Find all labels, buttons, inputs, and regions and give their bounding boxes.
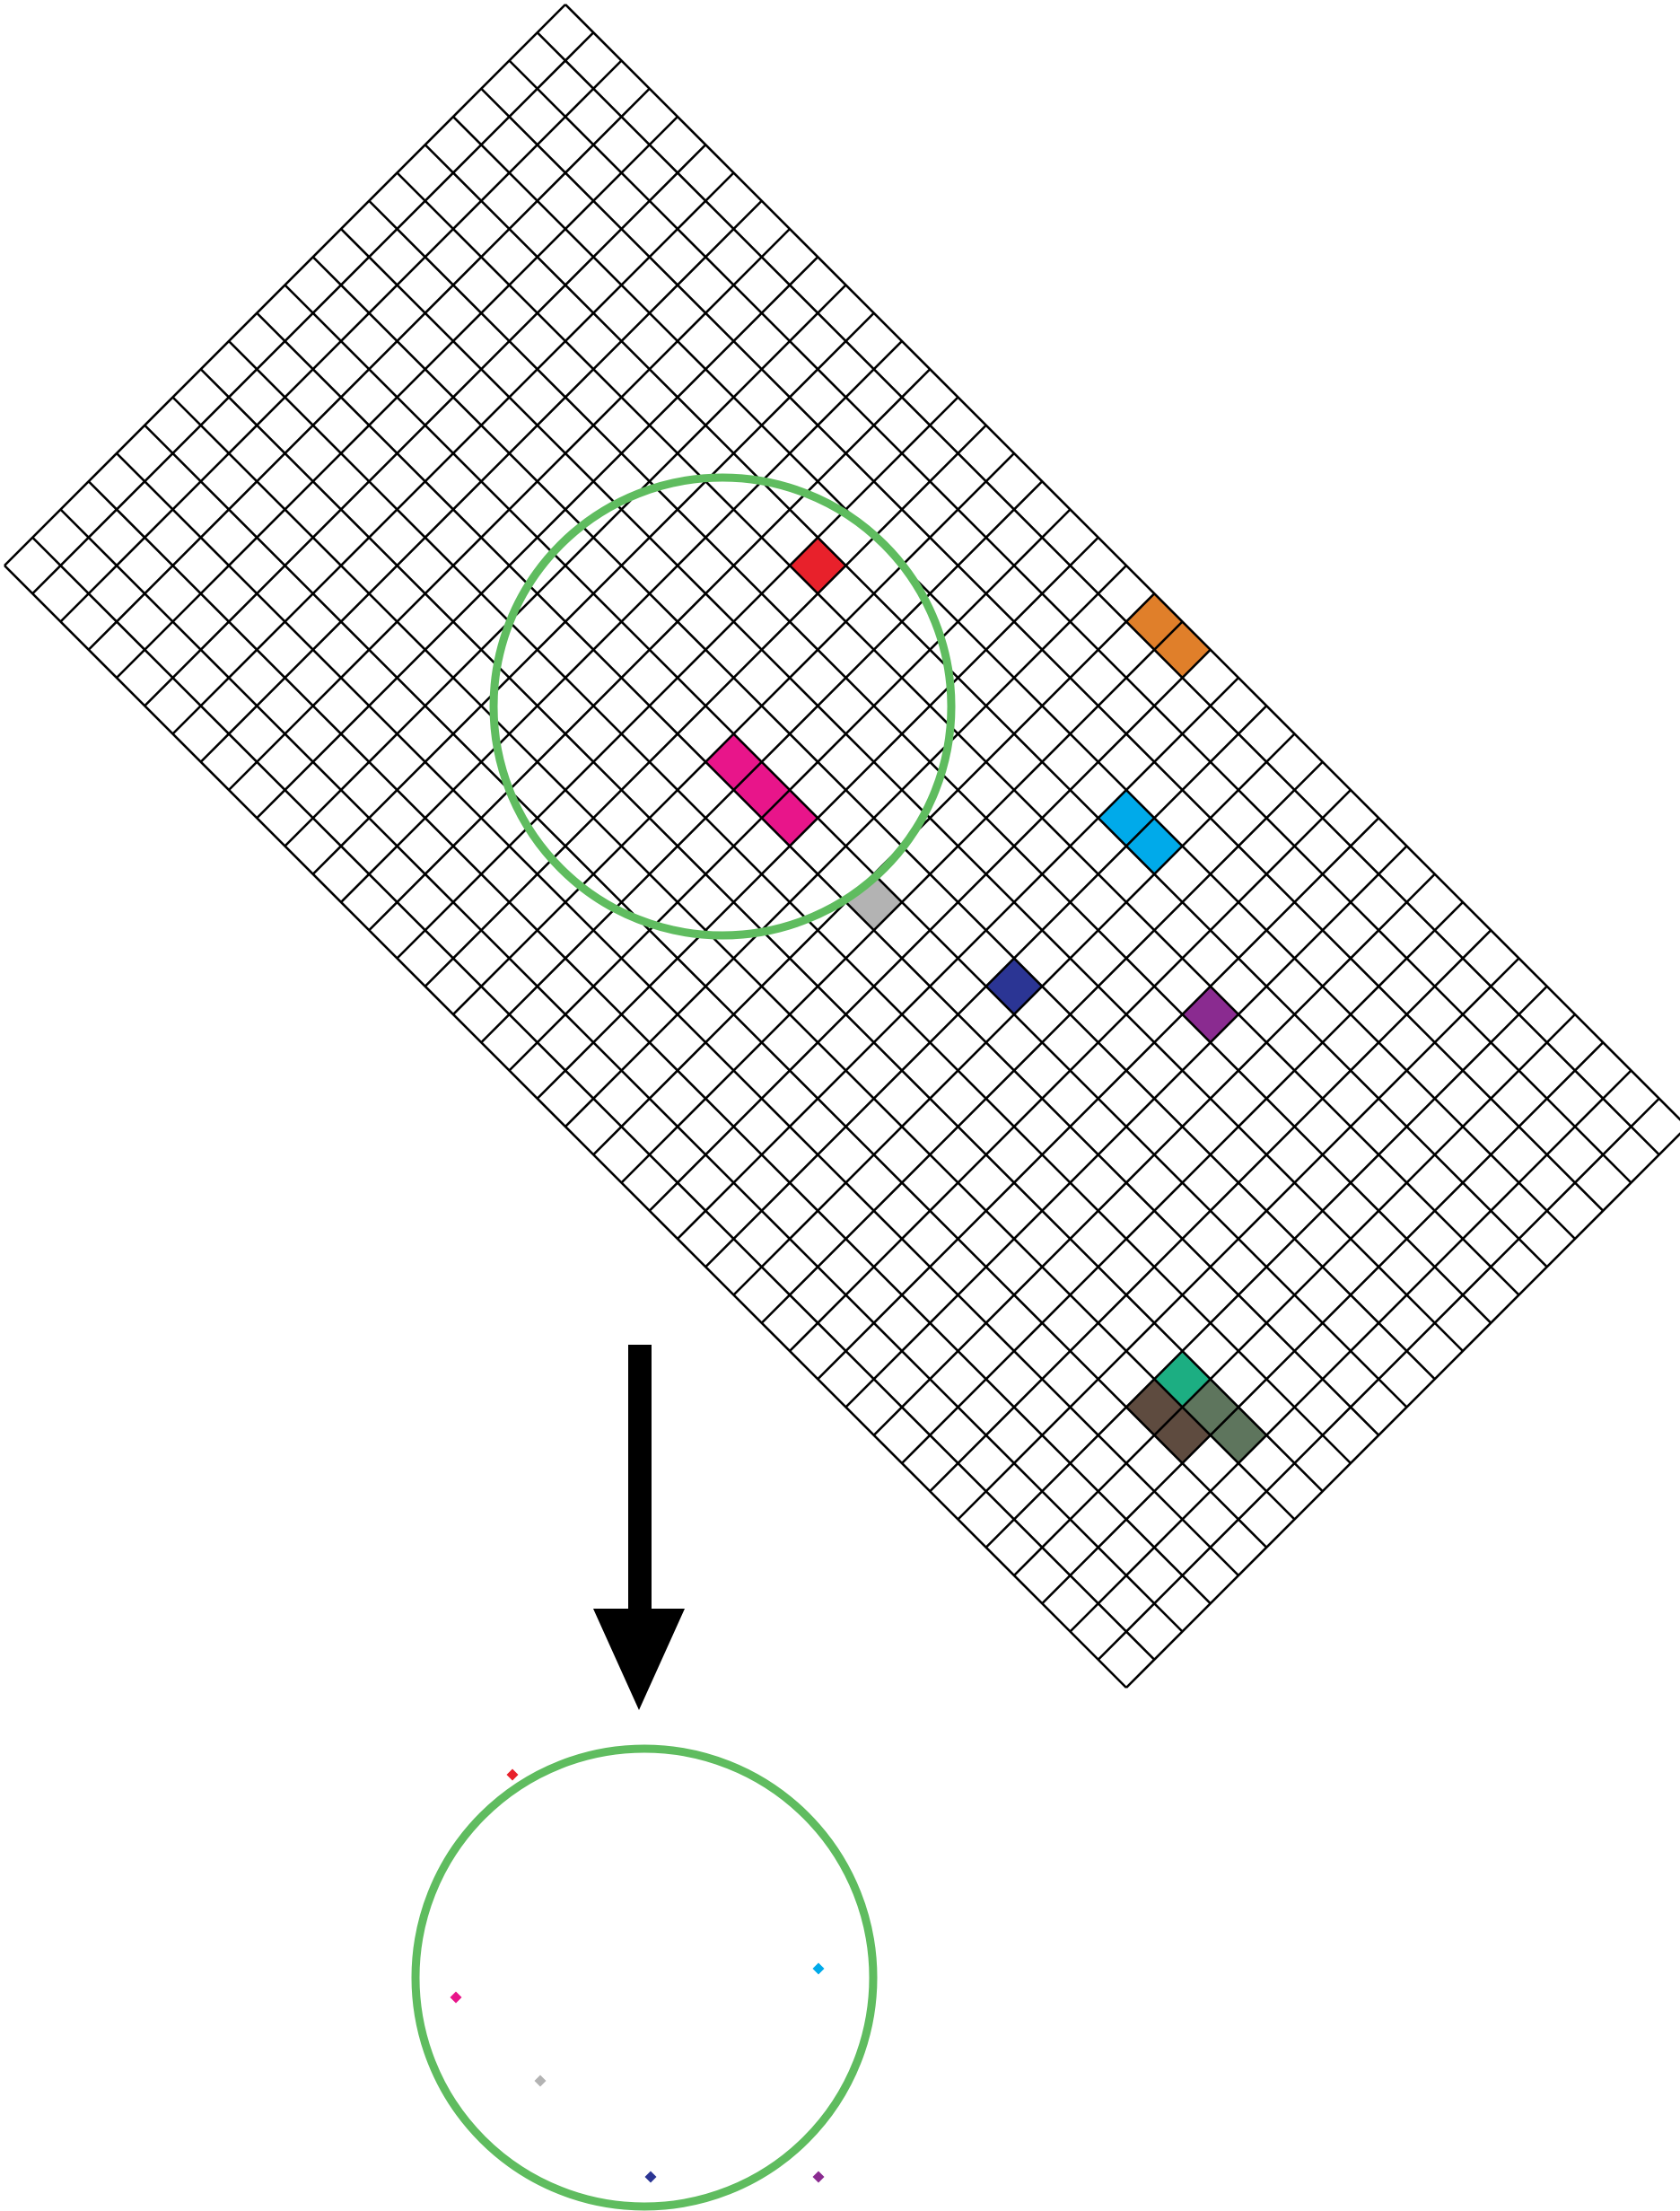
grid-line-col (284, 284, 847, 847)
grid-line-col (228, 228, 791, 791)
grid-line-col (452, 452, 1015, 1015)
grid-line-col (536, 536, 1099, 1100)
grid-line-col (1097, 1097, 1660, 1661)
down-arrow-icon (593, 1345, 685, 1710)
grid-line-col (256, 256, 819, 820)
grid-line-col (929, 929, 1492, 1493)
grid-line-col (1069, 1069, 1632, 1633)
grid-line-col (789, 789, 1352, 1352)
grid-line-col (648, 648, 1212, 1212)
sampled-result-circle (411, 1744, 878, 2211)
grid-line-col (424, 424, 987, 987)
navy-cell (985, 958, 1043, 1014)
arrow-head (593, 1609, 685, 1710)
sampled-points (450, 1768, 825, 2183)
grid-line-col (1013, 1013, 1576, 1576)
grid-line-col (508, 508, 1072, 1072)
purple-cell (1182, 986, 1238, 1043)
grid-line-col (199, 199, 763, 763)
grid-line-col (340, 340, 903, 903)
grid-line-col (368, 368, 932, 932)
grid-line-col (984, 985, 1548, 1549)
navy-marker (644, 2171, 657, 2183)
grid-line-col (817, 817, 1380, 1381)
grid-line-col (564, 565, 1127, 1127)
grid-line-col (704, 705, 1268, 1268)
grid-line-col (87, 87, 651, 651)
grid-line-col (171, 171, 735, 735)
red-marker (506, 1768, 519, 1781)
grid-line-col (59, 59, 623, 623)
grid-line-col (677, 677, 1239, 1240)
grid-line-col (311, 311, 875, 875)
grid-line-col (844, 845, 1408, 1408)
grid-line-col (760, 760, 1324, 1324)
grid-line-col (4, 4, 566, 566)
grid-line-col (620, 620, 1184, 1184)
gray-marker (534, 2075, 547, 2087)
purple-marker (812, 2171, 825, 2183)
arrow-shaft (628, 1345, 652, 1630)
grid-line-col (480, 480, 1044, 1044)
rotated-grid (4, 4, 1680, 1689)
grid-line-col (144, 144, 707, 707)
red-cell (790, 537, 846, 594)
grid-line-col (901, 901, 1464, 1464)
grid-line-col (396, 396, 959, 960)
sampling-region-circle (489, 473, 956, 940)
grid-line-col (116, 116, 678, 679)
grid-line-col (31, 31, 595, 595)
cyan-marker (812, 1962, 825, 1975)
grid-line-col (1125, 1132, 1680, 1689)
grid-line-col (1041, 1041, 1605, 1605)
grid-line-col (957, 957, 1520, 1521)
magenta-marker (450, 1991, 462, 2004)
grid-line-col (872, 873, 1436, 1436)
grid-line-col (732, 733, 1296, 1296)
